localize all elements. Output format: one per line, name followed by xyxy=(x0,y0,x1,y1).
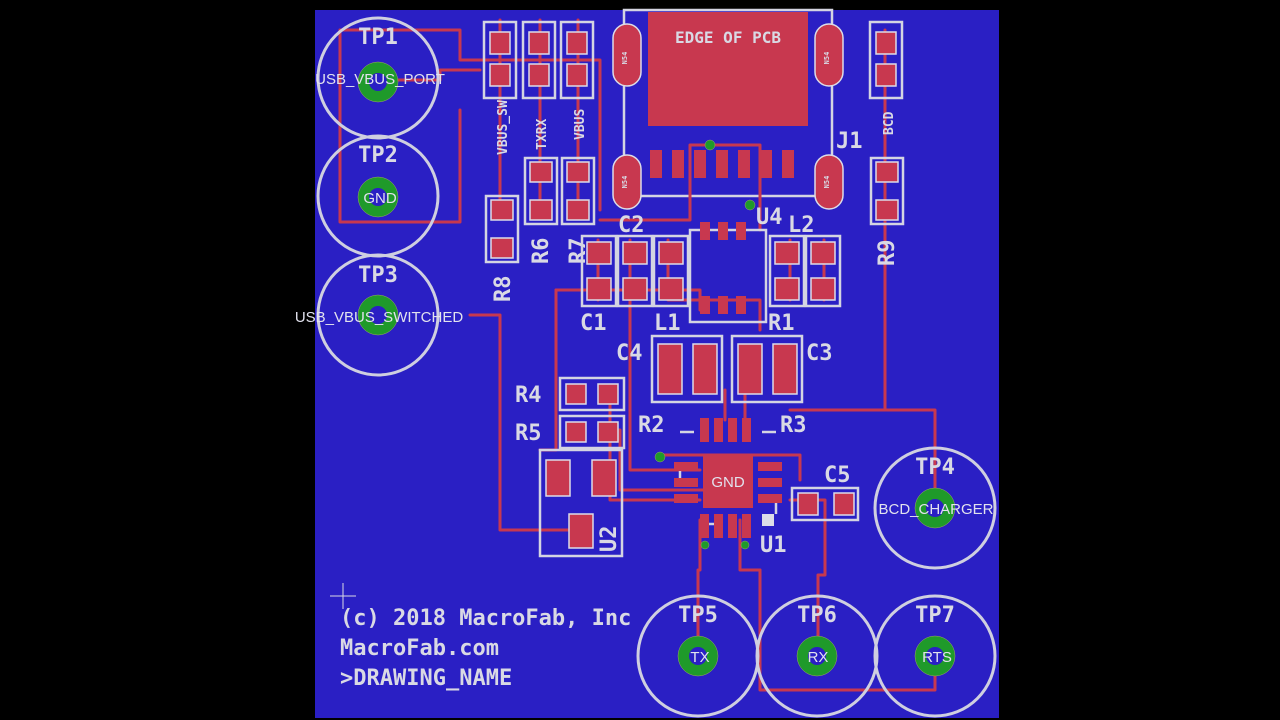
l1-designator: L1 xyxy=(654,311,681,336)
capacitor-c1[interactable]: C1 xyxy=(580,234,618,336)
test-point-tp1[interactable]: TP1 USB_VBUS_PORT xyxy=(315,16,445,140)
ic-u4[interactable]: U4 xyxy=(688,205,783,324)
capacitor-c4[interactable]: C4 xyxy=(616,334,724,404)
l2-designator: L2 xyxy=(788,213,815,238)
c5-designator: C5 xyxy=(824,463,851,488)
r5-designator: R5 xyxy=(515,421,542,446)
r6-designator: R6 xyxy=(529,238,554,265)
resistor-r5[interactable]: R5 xyxy=(515,414,626,450)
jumper-bcd[interactable]: BCD xyxy=(868,20,904,135)
resistor-r1[interactable]: R1 xyxy=(768,234,806,336)
c3-designator: C3 xyxy=(806,341,833,366)
resistor-r9[interactable]: R9 xyxy=(869,156,905,267)
tp1-net-label: USB_VBUS_PORT xyxy=(315,71,445,88)
usb-tab-label: N54 xyxy=(621,52,629,65)
test-point-tp3[interactable]: TP3 USB_VBUS_SWITCHED xyxy=(295,253,464,377)
usb-tab-label: N54 xyxy=(621,176,629,189)
ic-u1[interactable]: GND U1 R2 R3 xyxy=(638,413,807,558)
copyright-line: (c) 2018 MacroFab, Inc xyxy=(340,606,631,631)
u1-gnd-label: GND xyxy=(711,474,745,491)
inductor-l1[interactable]: L1 xyxy=(652,234,690,336)
usb-tab-label: N54 xyxy=(823,176,831,189)
r1-designator: R1 xyxy=(768,311,795,336)
resistor-r4[interactable]: R4 xyxy=(515,376,626,412)
tp4-net-label: BCD_CHARGER xyxy=(878,501,993,518)
r9-designator: R9 xyxy=(875,240,900,267)
ic-u2[interactable]: U2 xyxy=(538,448,624,558)
jumper-vbus[interactable]: VBUS xyxy=(559,20,595,140)
u2-designator: U2 xyxy=(597,526,622,553)
c4-designator: C4 xyxy=(616,341,643,366)
resistor-r8[interactable]: R8 xyxy=(484,194,520,303)
tp4-designator: TP4 xyxy=(915,455,955,480)
u1-designator: U1 xyxy=(760,533,787,558)
inductor-l2[interactable]: L2 xyxy=(788,213,842,308)
tp6-designator: TP6 xyxy=(797,603,837,628)
test-point-tp7[interactable]: TP7 RTS xyxy=(873,594,997,718)
r8-designator: R8 xyxy=(491,276,516,303)
j1-designator: J1 xyxy=(836,129,863,154)
r4-designator: R4 xyxy=(515,383,542,408)
u4-designator: U4 xyxy=(756,205,783,230)
tp2-designator: TP2 xyxy=(358,143,398,168)
edge-of-pcb-label: EDGE OF PCB xyxy=(675,28,781,47)
tp5-net-label: TX xyxy=(690,649,709,666)
resistor-r6[interactable]: R6 xyxy=(523,156,559,265)
jumper-txrx[interactable]: TXRX xyxy=(521,20,557,150)
tp7-net-label: RTS xyxy=(922,649,952,666)
c2-designator: C2 xyxy=(618,213,645,238)
copyright-block: (c) 2018 MacroFab, Inc MacroFab.com >DRA… xyxy=(340,606,631,691)
jumper-vbus-label: VBUS xyxy=(573,109,588,140)
tp3-designator: TP3 xyxy=(358,263,398,288)
jumper-txrx-label: TXRX xyxy=(535,119,550,150)
usb-connector-j1[interactable]: EDGE OF PCB N54 N54 N54 N54 J1 xyxy=(612,8,863,210)
tp3-net-label: USB_VBUS_SWITCHED xyxy=(295,309,464,326)
vias xyxy=(654,139,756,550)
r2-designator: R2 xyxy=(638,413,665,438)
drawing-name-line: >DRAWING_NAME xyxy=(340,666,512,691)
tp5-designator: TP5 xyxy=(678,603,718,628)
tp7-designator: TP7 xyxy=(915,603,955,628)
origin-crosshair xyxy=(330,583,356,609)
tp2-net-label: GND xyxy=(363,190,397,207)
tp1-designator: TP1 xyxy=(358,25,398,50)
jumper-vbus-sw-label: VBUS_SW xyxy=(496,100,511,155)
capacitor-c5[interactable]: C5 xyxy=(790,463,860,522)
test-point-tp6[interactable]: TP6 RX xyxy=(755,594,879,718)
jumper-bcd-label: BCD xyxy=(882,111,897,135)
capacitor-c3[interactable]: C3 xyxy=(730,334,833,404)
usb-tab-label: N54 xyxy=(823,52,831,65)
tp6-net-label: RX xyxy=(808,649,829,666)
c1-designator: C1 xyxy=(580,311,607,336)
test-point-tp4[interactable]: TP4 BCD_CHARGER xyxy=(873,446,997,570)
jumper-vbus-sw[interactable]: VBUS_SW xyxy=(482,20,518,155)
r3-designator: R3 xyxy=(780,413,807,438)
website-line: MacroFab.com xyxy=(340,636,499,661)
capacitor-c2[interactable]: C2 xyxy=(616,213,654,308)
